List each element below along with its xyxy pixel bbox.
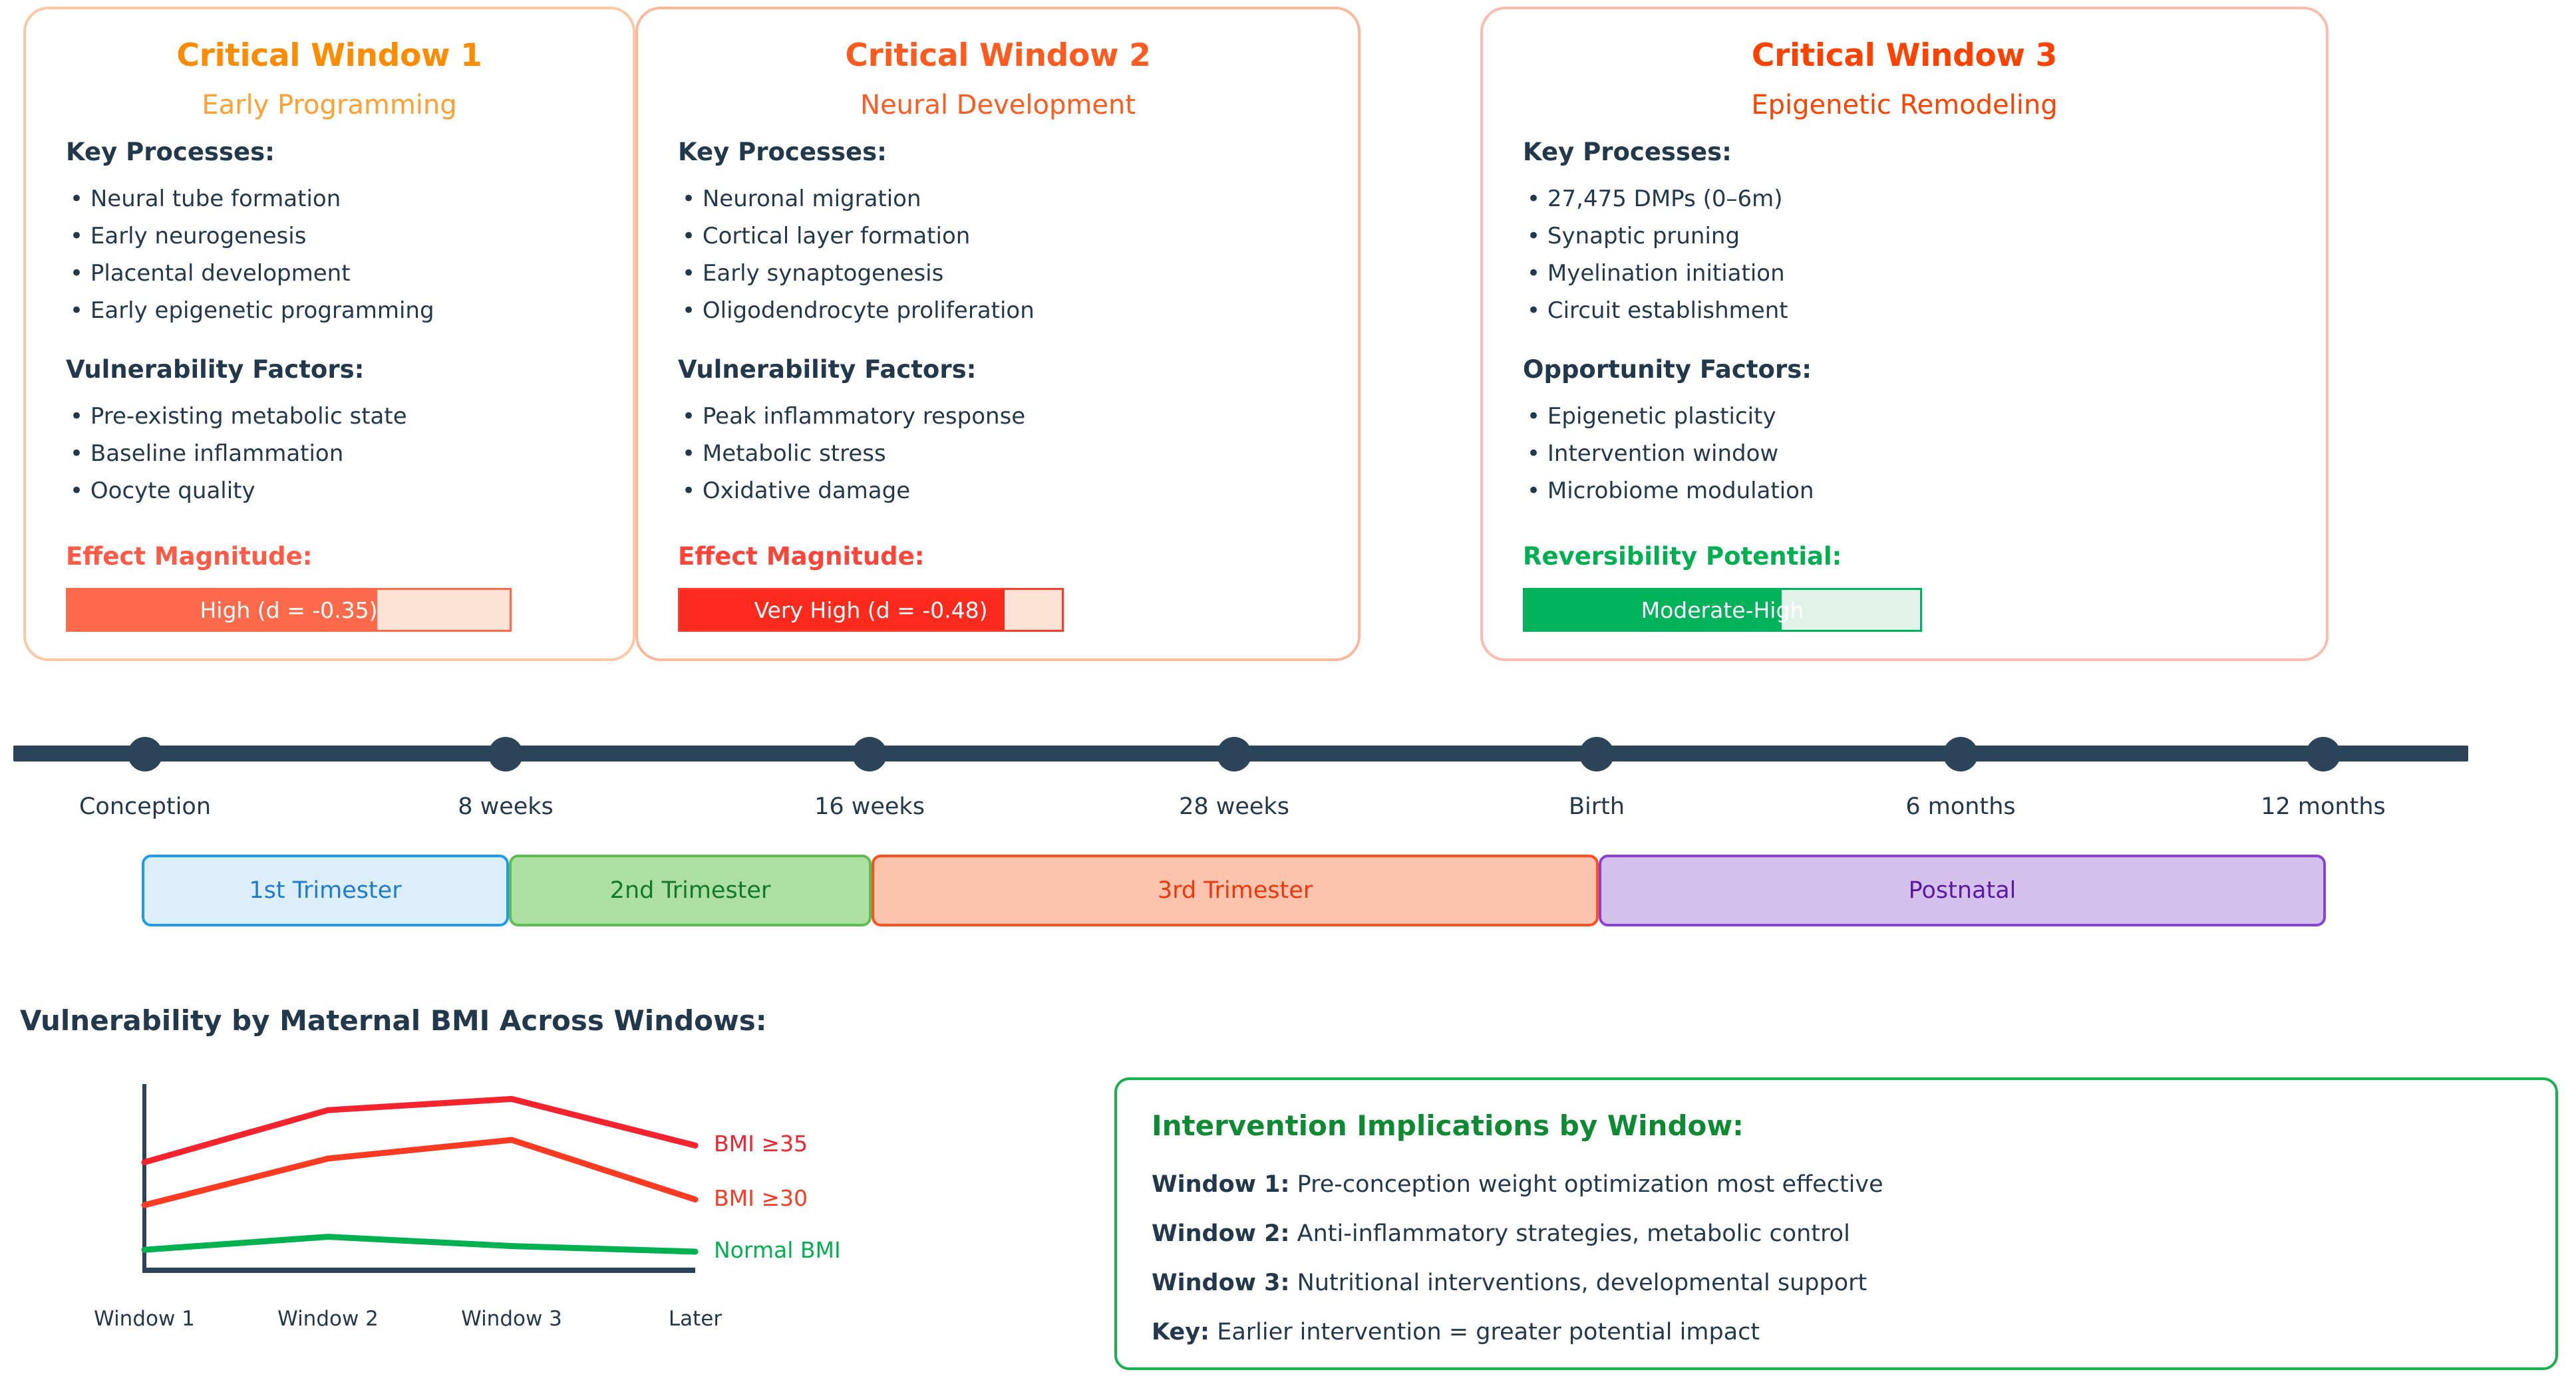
list-item: Metabolic stress: [678, 442, 1318, 465]
effect-magnitude-value: Very High (d = -0.48): [754, 597, 988, 623]
reversibility-potential-bar: Moderate-High: [1523, 588, 1922, 632]
chart-canvas: [141, 1084, 699, 1273]
timeline-label: Conception: [79, 793, 212, 820]
trimester-band[interactable]: 1st Trimester: [142, 855, 509, 926]
timeline-label: 8 weeks: [458, 793, 554, 820]
timeline-label: 28 weeks: [1179, 793, 1289, 820]
critical-window-card-2[interactable]: Critical Window 2 Neural Development Key…: [635, 7, 1361, 661]
vulnerability-factors-list: Peak inflammatory response Metabolic str…: [678, 405, 1318, 502]
critical-window-card-3[interactable]: Critical Window 3 Epigenetic Remodeling …: [1480, 7, 2329, 661]
intervention-row-label: Window 3:: [1152, 1270, 1290, 1296]
intervention-row: Key: Earlier intervention = greater pote…: [1152, 1319, 2521, 1345]
chart-x-tick-label: Window 2: [277, 1307, 379, 1331]
card-title: Critical Window 3: [1751, 37, 2058, 74]
chart-x-tick-label: Window 1: [94, 1307, 195, 1331]
list-item: Neuronal migration: [678, 188, 1318, 210]
key-processes-heading: Key Processes:: [678, 138, 887, 166]
list-item: Intervention window: [1523, 442, 2286, 465]
opportunity-factors-heading: Opportunity Factors:: [1523, 355, 1812, 384]
list-item: Peak inflammatory response: [678, 405, 1318, 428]
key-processes-list: 27,475 DMPs (0–6m) Synaptic pruning Myel…: [1523, 188, 2286, 322]
intervention-row-text: Anti-inflammatory strategies, metabolic …: [1297, 1220, 1850, 1247]
timeline-label: Birth: [1568, 793, 1625, 820]
card-subtitle: Epigenetic Remodeling: [1751, 90, 2058, 120]
chart-x-tick-label: Window 3: [461, 1307, 562, 1331]
list-item: Early epigenetic programming: [66, 299, 593, 322]
list-item: Microbiome modulation: [1523, 480, 2286, 502]
trimester-band[interactable]: 2nd Trimester: [509, 855, 872, 926]
list-item: Neural tube formation: [66, 188, 593, 210]
list-item: Myelination initiation: [1523, 262, 2286, 285]
list-item: Cortical layer formation: [678, 225, 1318, 247]
bmi-section-title: Vulnerability by Maternal BMI Across Win…: [20, 1004, 767, 1037]
intervention-row-label: Key:: [1152, 1319, 1210, 1345]
timeline-dot[interactable]: [1943, 737, 1978, 771]
intervention-title: Intervention Implications by Window:: [1152, 1109, 1744, 1142]
list-item: Circuit establishment: [1523, 299, 2286, 322]
timeline-label: 12 months: [2261, 793, 2386, 820]
list-item: Early neurogenesis: [66, 225, 593, 247]
intervention-row: Window 1: Pre-conception weight optimiza…: [1152, 1171, 2521, 1198]
chart-legend-label: BMI ≥35: [714, 1131, 808, 1157]
timeline-dot[interactable]: [852, 737, 887, 771]
chart-x-tick-label: Later: [668, 1307, 723, 1331]
list-item: 27,475 DMPs (0–6m): [1523, 188, 2286, 210]
effect-magnitude-bar: High (d = -0.35): [66, 588, 512, 632]
vulnerability-factors-heading: Vulnerability Factors:: [66, 355, 365, 384]
intervention-row-label: Window 1:: [1152, 1171, 1290, 1198]
trimester-band[interactable]: 3rd Trimester: [872, 855, 1599, 926]
list-item: Placental development: [66, 262, 593, 285]
intervention-row-label: Window 2:: [1152, 1220, 1290, 1247]
effect-magnitude-heading: Effect Magnitude:: [66, 542, 313, 571]
timeline-dot[interactable]: [128, 737, 162, 771]
effect-magnitude-bar: Very High (d = -0.48): [678, 588, 1064, 632]
vulnerability-factors-heading: Vulnerability Factors:: [678, 355, 977, 384]
effect-magnitude-bar-fill: [68, 590, 377, 630]
list-item: Early synaptogenesis: [678, 262, 1318, 285]
card-title: Critical Window 2: [845, 37, 1151, 74]
timeline-dot[interactable]: [488, 737, 523, 771]
key-processes-list: Neuronal migration Cortical layer format…: [678, 188, 1318, 322]
intervention-row-text: Earlier intervention = greater potential…: [1217, 1319, 1760, 1345]
card-subtitle: Neural Development: [860, 90, 1136, 120]
list-item: Oligodendrocyte proliferation: [678, 299, 1318, 322]
list-item: Oocyte quality: [66, 480, 593, 502]
key-processes-list: Neural tube formation Early neurogenesis…: [66, 188, 593, 322]
vulnerability-factors-list: Pre-existing metabolic state Baseline in…: [66, 405, 593, 502]
list-item: Oxidative damage: [678, 480, 1318, 502]
effect-magnitude-value: High (d = -0.35): [200, 597, 378, 623]
timeline-dot[interactable]: [2306, 737, 2340, 771]
list-item: Epigenetic plasticity: [1523, 405, 2286, 428]
intervention-row-text: Pre-conception weight optimization most …: [1297, 1171, 1883, 1198]
list-item: Baseline inflammation: [66, 442, 593, 465]
reversibility-potential-bar-fill: [1525, 590, 1782, 630]
chart-legend-label: BMI ≥30: [714, 1184, 808, 1211]
developmental-timeline: Conception 8 weeks 16 weeks 28 weeks Birth 6 …: [0, 722, 2576, 820]
effect-magnitude-heading: Effect Magnitude:: [678, 542, 925, 571]
timeline-label: 16 weeks: [814, 793, 925, 820]
list-item: Pre-existing metabolic state: [66, 405, 593, 428]
opportunity-factors-list: Epigenetic plasticity Intervention windo…: [1523, 405, 2286, 502]
timeline-dot[interactable]: [1579, 737, 1614, 771]
reversibility-potential-value: Moderate-High: [1641, 597, 1804, 623]
card-title: Critical Window 1: [176, 37, 482, 74]
intervention-row: Window 3: Nutritional interventions, dev…: [1152, 1270, 2521, 1296]
key-processes-heading: Key Processes:: [1523, 138, 1732, 166]
critical-window-card-1[interactable]: Critical Window 1 Early Programming Key …: [23, 7, 635, 661]
chart-legend-label: Normal BMI: [714, 1237, 841, 1263]
card-subtitle: Early Programming: [202, 90, 457, 120]
intervention-row-text: Nutritional interventions, developmental…: [1297, 1270, 1867, 1296]
critical-windows-row: Critical Window 1 Early Programming Key …: [0, 7, 2576, 698]
key-processes-heading: Key Processes:: [66, 138, 275, 166]
reversibility-potential-heading: Reversibility Potential:: [1523, 542, 1842, 571]
effect-magnitude-bar-fill: [680, 590, 1005, 630]
timeline-dot[interactable]: [1217, 737, 1251, 771]
intervention-row: Window 2: Anti-inflammatory strategies, …: [1152, 1220, 2521, 1247]
timeline-label: 6 months: [1905, 793, 2016, 820]
intervention-implications-box: Intervention Implications by Window: Win…: [1114, 1077, 2558, 1370]
list-item: Synaptic pruning: [1523, 225, 2286, 247]
trimester-band[interactable]: Postnatal: [1599, 855, 2326, 926]
